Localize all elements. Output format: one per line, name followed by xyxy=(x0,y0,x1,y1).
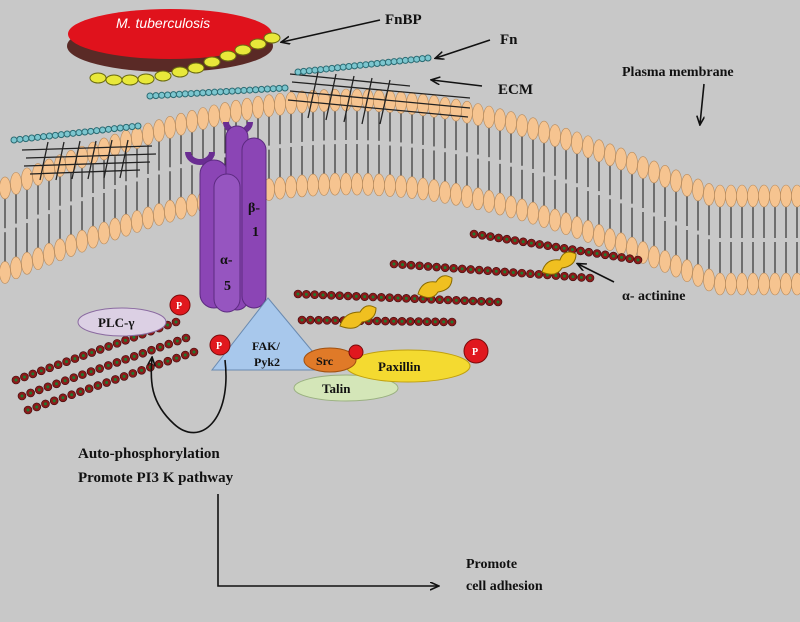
fibronectin-chains xyxy=(10,54,432,144)
arrow-membrane xyxy=(700,83,705,124)
fak-pyk2: FAK/ Pyk2 xyxy=(210,297,330,371)
bacterium-label: M. tuberculosis xyxy=(116,15,210,31)
bacterium-shape: M. tuberculosis xyxy=(67,9,273,72)
src: Src xyxy=(303,347,357,373)
fnbp-beads xyxy=(89,32,281,86)
talin: Talin xyxy=(293,374,399,402)
fak-label-1: FAK/ xyxy=(252,339,280,353)
actinin-label: α- actinine xyxy=(622,289,685,304)
paxillin-label: Paxillin xyxy=(378,359,421,374)
autophos-label-2: Promote PI3 K pathway xyxy=(78,470,234,486)
phosphate-group: P P P xyxy=(169,294,489,364)
talin-label: Talin xyxy=(322,381,351,396)
phospho-label-paxillin: P xyxy=(472,347,478,358)
arrow-fnbp xyxy=(282,19,381,42)
integrin-beta-label-1: β- xyxy=(248,201,260,216)
integrin-beta-label-2: 1 xyxy=(252,225,259,240)
actinin-crosslinks xyxy=(339,251,577,329)
paxillin: Paxillin xyxy=(345,349,471,383)
ecm-mesh-left xyxy=(21,139,157,181)
src-label: Src xyxy=(316,354,334,368)
curved-arrow xyxy=(151,358,227,434)
arrow-actinin xyxy=(578,264,615,283)
membrane-label: Plasma membrane xyxy=(622,65,734,80)
fak-label-2: Pyk2 xyxy=(254,355,280,369)
integrin-alpha-label-2: 5 xyxy=(224,279,231,294)
plc-label: PLC-γ xyxy=(98,315,134,330)
actin-filaments xyxy=(11,229,643,415)
phospho-label-fak: P xyxy=(216,341,222,352)
arrows xyxy=(151,19,705,586)
ecm-mesh-top xyxy=(287,71,471,125)
integrin-receptor: α- 5 β- 1 xyxy=(185,121,267,313)
phospho-label-plc: P xyxy=(176,301,182,312)
adhesion-label-1: Promote xyxy=(466,557,517,572)
arrow-ecm xyxy=(432,80,483,87)
elbow-arrow xyxy=(217,494,438,586)
plc-gamma: PLC-γ xyxy=(77,307,167,337)
adhesion-label-2: cell adhesion xyxy=(466,579,543,594)
integrin-alpha-label-1: α- xyxy=(220,253,233,268)
ecm-label: ECM xyxy=(498,82,533,98)
fnbp-label: FnBP xyxy=(385,12,422,28)
autophos-label-1: Auto-phosphorylation xyxy=(78,446,220,462)
arrow-fn xyxy=(436,39,491,58)
fn-label: Fn xyxy=(500,32,518,48)
